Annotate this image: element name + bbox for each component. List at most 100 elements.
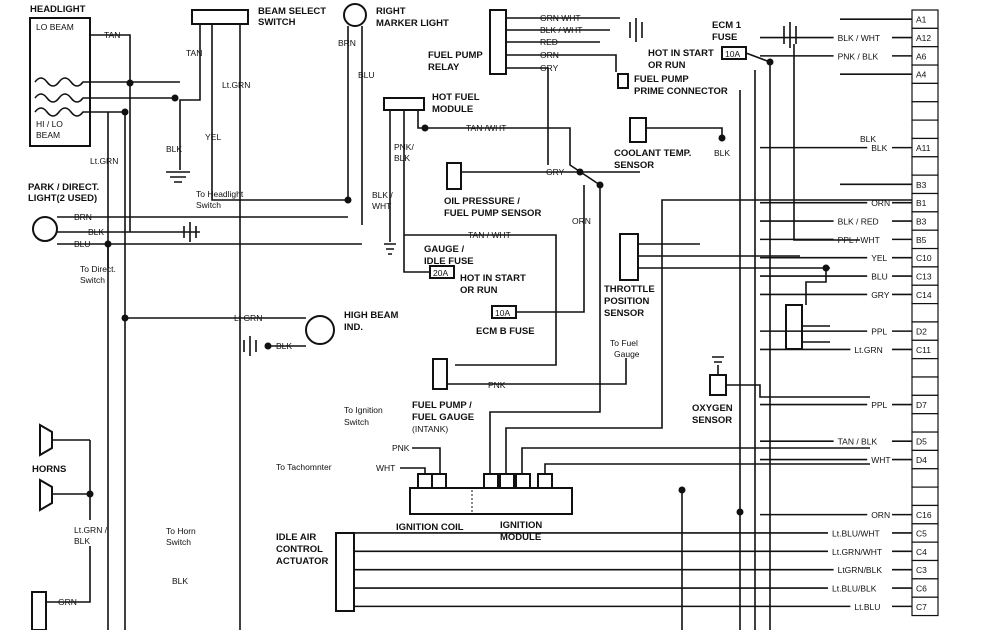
- headlight-label: HEADLIGHT: [30, 4, 86, 15]
- connector-wire-label: ORN: [871, 510, 890, 520]
- wire-label-blk-wht-r: BLK / WHT: [540, 25, 583, 35]
- throttle-position-sensor: [619, 233, 639, 281]
- wire-label-ltgrn-blk-2: BLK: [74, 536, 90, 546]
- wire-label-ltgrn-left: Lt.GRN: [90, 156, 118, 166]
- fuel-pump-gauge-label: FUEL PUMP /: [412, 400, 472, 411]
- wire-long-verticals: [681, 44, 860, 630]
- wire-label-grn-wht: GRN WHT: [540, 13, 581, 23]
- connector-cell: [911, 376, 939, 396]
- coolant-label: COOLANT TEMP.: [614, 148, 691, 159]
- wire-label-tan-wht-2: TAN / WHT: [468, 230, 511, 240]
- fuel-pump-gauge-label-2: FUEL GAUGE: [412, 412, 474, 423]
- wire-label-gry-r: GRY: [540, 63, 559, 73]
- wire-label-blk-park: BLK: [88, 227, 104, 237]
- wire-label-blk-cool: BLK: [714, 148, 730, 158]
- ignition-coil-label: IGNITION COIL: [396, 522, 464, 533]
- park-label: PARK / DIRECT.: [28, 182, 99, 193]
- beam-select-switch: [191, 9, 249, 25]
- wire-label-blu: BLU: [358, 70, 375, 80]
- lo-beam-label: LO BEAM: [36, 22, 74, 32]
- connector-wire-label: PPL: [871, 400, 887, 410]
- junction-dot: [736, 508, 744, 516]
- to-headlight-label: To Headlight: [196, 189, 244, 199]
- junction-dot: [121, 108, 129, 116]
- connector-wire-label: PPL: [871, 327, 887, 337]
- wire-relay: [506, 17, 620, 165]
- ground-hb: [243, 336, 257, 356]
- ecm-b-fuse-value: 10A: [495, 308, 510, 318]
- wire-tan-wht-2: [404, 234, 557, 366]
- connector-wire-label: WHT: [871, 455, 890, 465]
- ecm1-fuse-value: 10A: [725, 49, 740, 59]
- right-marker-label: RIGHT: [376, 6, 406, 17]
- wire-label-brn: BRN: [338, 38, 356, 48]
- connector-wire-label: PNK / BLK: [838, 51, 879, 61]
- gauge-fuse: [429, 265, 455, 279]
- wire-yel: [211, 24, 348, 201]
- wire-label-blk-hl: BLK: [166, 144, 182, 154]
- wire-label-pnk-blk-2: BLK: [394, 153, 410, 163]
- wire-label-ltgrn: Lt.GRN: [222, 80, 250, 90]
- ignition-module-pin-1: [483, 473, 499, 489]
- wire-label-blk-wht-2: WHT: [372, 201, 391, 211]
- junction-dot: [421, 124, 429, 132]
- iac-label: IDLE AIR: [276, 532, 316, 543]
- fuel-pump-relay: [489, 9, 507, 75]
- connector-pin-label: C3: [916, 565, 927, 575]
- connector-pin-label: D5: [916, 437, 927, 447]
- ground-park: [183, 222, 197, 242]
- fuel-pump-relay-label-2: RELAY: [428, 62, 460, 73]
- connector-pin-label: C16: [916, 510, 932, 520]
- wire-tan-bs: [179, 24, 201, 170]
- ground-hot-fuel: [384, 243, 396, 255]
- to-ignition-label-2: Switch: [344, 417, 369, 427]
- oil-label: OIL PRESSURE /: [444, 196, 520, 207]
- ignition-coil-pin-2: [431, 473, 447, 489]
- connector-wire-label: Lt.BLU: [854, 602, 880, 612]
- connector-wire-label: Lt.GRN: [854, 345, 882, 355]
- connector-pin-label: B1: [916, 198, 927, 208]
- connector-pin-label: A12: [916, 33, 931, 43]
- connector-cell: [911, 82, 939, 103]
- wire-label-blu-park: BLU: [74, 239, 91, 249]
- connector-cell: [911, 303, 939, 323]
- fuel-pump-relay-label: FUEL PUMP: [428, 50, 483, 61]
- high-beam-label: HIGH BEAM: [344, 310, 398, 321]
- wire-label-orn-r: ORN: [540, 50, 559, 60]
- connector-pin-label: B5: [916, 235, 927, 245]
- coolant-label-2: SENSOR: [614, 160, 654, 171]
- oxygen-label: OXYGEN: [692, 403, 733, 414]
- connector-cell: [911, 468, 939, 488]
- wire-pnk-fp: [447, 358, 627, 385]
- to-fuel-gauge-label-2: Gauge: [614, 349, 640, 359]
- connector-pin-label: C7: [916, 602, 927, 612]
- wire-label-tan: TAN: [104, 30, 120, 40]
- junction-dot: [344, 196, 352, 204]
- connector-pin-label: A1: [916, 15, 927, 25]
- connector-pin-label: C4: [916, 547, 927, 557]
- to-headlight-label-2: Switch: [196, 200, 221, 210]
- junction-dot: [718, 134, 726, 142]
- connector-cell: [911, 358, 939, 378]
- to-horn-label: To Horn: [166, 526, 196, 536]
- ignition-coil-module: [409, 487, 573, 515]
- wire-module-4: [544, 463, 870, 474]
- iac-label-2: CONTROL: [276, 544, 323, 555]
- wire-pnk-ign: [412, 447, 441, 474]
- ecm1-label-2: FUSE: [712, 32, 737, 43]
- connector-pin-label: D2: [916, 327, 927, 337]
- right-marker-label-2: MARKER LIGHT: [376, 18, 449, 29]
- sensor-d2: [785, 304, 803, 350]
- ignition-module-pin-4: [537, 473, 553, 489]
- wire-wht-tach: [400, 467, 426, 474]
- connector-wire-label: LtGRN/BLK: [838, 565, 883, 575]
- oxygen-sensor-top: [712, 356, 724, 375]
- ecm1-label: ECM 1: [712, 20, 742, 31]
- connector-wire-label: Lt.BLU/BLK: [832, 584, 877, 594]
- wire-label-blk-hb: BLK: [276, 341, 292, 351]
- connector-wire-label: Lt.BLU/WHT: [832, 528, 880, 538]
- wire-label-tan-2: TAN: [186, 48, 202, 58]
- wire-label-ltgrn-blk: Lt.GRN /: [74, 525, 108, 535]
- ground-ecm: [783, 22, 797, 48]
